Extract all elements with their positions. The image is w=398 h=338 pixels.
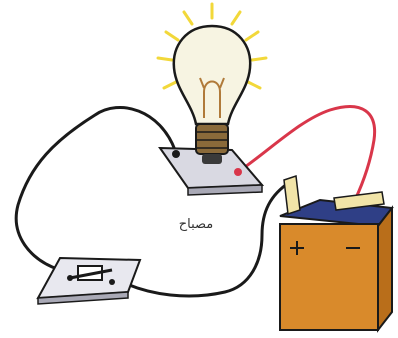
lamp-holder-terminal-left (172, 150, 180, 158)
black-wire-to-battery (118, 182, 290, 296)
bulb-base (196, 124, 228, 154)
battery-body (280, 224, 378, 330)
battery-side (378, 208, 392, 330)
battery (280, 176, 392, 330)
switch (38, 258, 140, 304)
lamp-holder-terminal-right (234, 168, 242, 176)
bulb-label: مصباح (179, 217, 214, 232)
bulb-glass (174, 26, 250, 124)
battery-terminal-left (284, 176, 300, 214)
black-wire (16, 108, 175, 272)
light-bulb (174, 26, 250, 164)
